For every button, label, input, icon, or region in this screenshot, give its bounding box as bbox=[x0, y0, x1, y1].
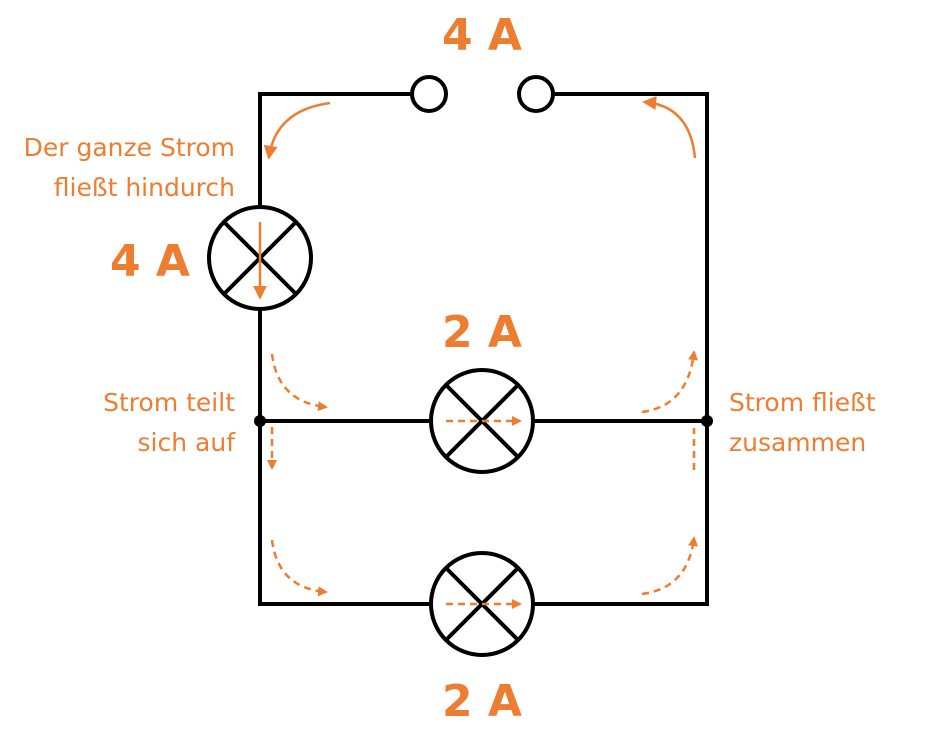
current-label-bottom-lamp: 2 A bbox=[442, 676, 522, 727]
arrow-split-right-bottom bbox=[270, 539, 328, 597]
split-note-line1: Strom teilt bbox=[103, 388, 235, 417]
current-label-middle-lamp: 2 A bbox=[442, 307, 522, 358]
merge-note-line2: zusammen bbox=[729, 428, 866, 457]
arrow-split-right-middle bbox=[270, 353, 328, 412]
wires bbox=[258, 92, 709, 606]
current-label-series-lamp: 4 A bbox=[110, 236, 190, 287]
series-note-line2: fließt hindurch bbox=[54, 173, 235, 202]
arrow-top-left-curve bbox=[263, 101, 331, 160]
merge-note-line1: Strom fließt bbox=[729, 388, 876, 417]
arrow-merge-bottom-curve bbox=[641, 536, 699, 596]
arrow-top-right-curve bbox=[642, 96, 697, 159]
junction-right bbox=[701, 415, 713, 427]
current-label-source: 4 A bbox=[442, 10, 522, 61]
current-arrows bbox=[253, 96, 699, 609]
terminal-right bbox=[517, 75, 555, 113]
split-note-line2: sich auf bbox=[138, 428, 237, 457]
arrow-merge-middle-curve bbox=[641, 350, 699, 414]
series-note-line1: Der ganze Strom bbox=[24, 133, 235, 162]
terminal-left bbox=[410, 75, 448, 113]
junction-left bbox=[254, 415, 266, 427]
